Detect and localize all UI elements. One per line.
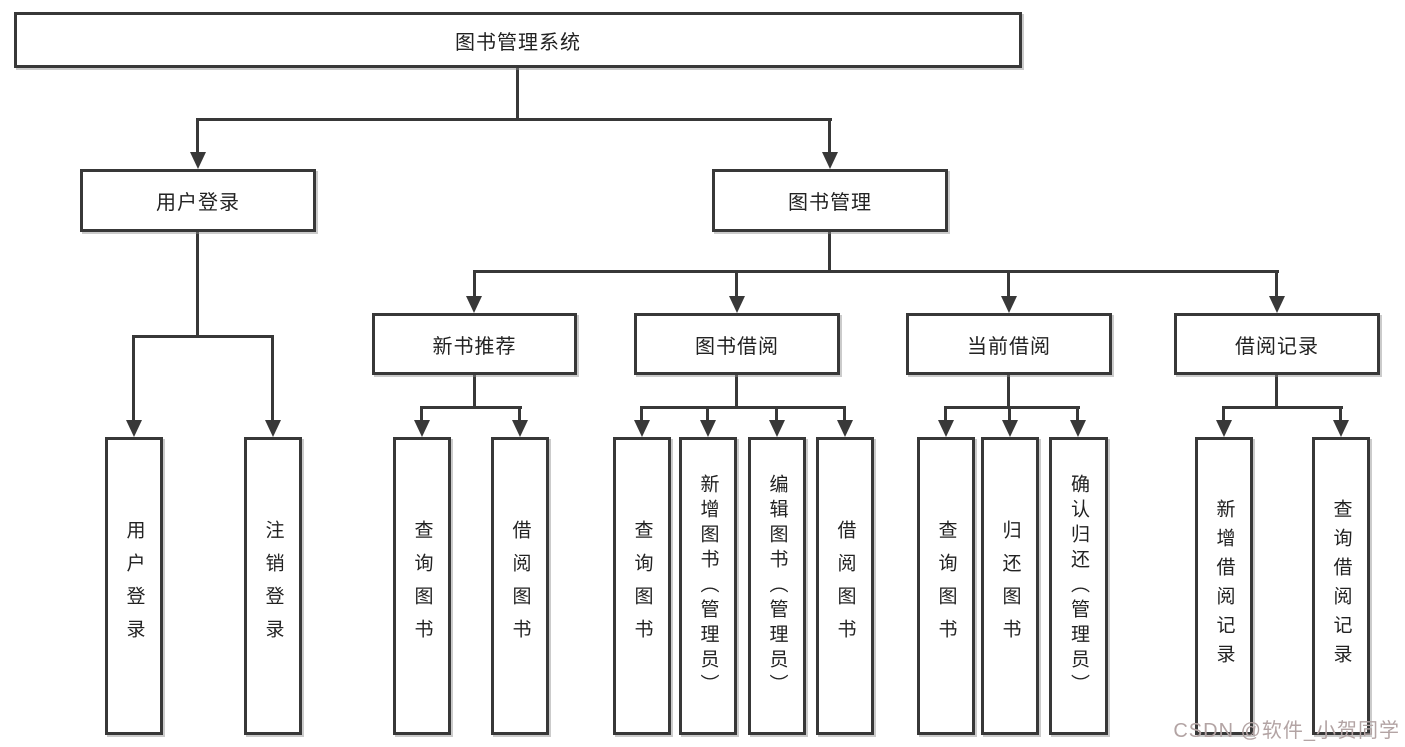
node-label: 确认归还（管理员） (1068, 473, 1089, 699)
connector-line (1007, 375, 1010, 409)
connector-line (196, 118, 832, 121)
node-label: 图书管理系统 (455, 31, 581, 54)
connector-line (1222, 406, 1225, 422)
leaf-query-books-borrow: 查询图书 (613, 437, 671, 735)
leaf-query-books-recommend: 查询图书 (393, 437, 451, 735)
connector-line (828, 232, 831, 272)
connector-line (196, 118, 199, 154)
connector-line (1007, 270, 1010, 298)
node-label: 归还图书 (999, 520, 1021, 652)
connector-line (132, 335, 135, 421)
leaf-borrow-books: 借阅图书 (816, 437, 874, 735)
arrow-down (837, 420, 853, 437)
leaf-logout: 注销登录 (244, 437, 302, 735)
leaf-return-books: 归还图书 (981, 437, 1039, 735)
arrow-down (700, 420, 716, 437)
arrow-down (265, 420, 281, 437)
arrow-down (938, 420, 954, 437)
node-label: 查询借阅记录 (1330, 499, 1352, 673)
node-label: 当前借阅 (967, 335, 1051, 358)
connector-line (420, 406, 423, 422)
node-new-book-recommend: 新书推荐 (372, 313, 577, 375)
node-current-borrow: 当前借阅 (906, 313, 1112, 375)
arrow-down (1001, 296, 1017, 313)
node-borrow-records: 借阅记录 (1174, 313, 1380, 375)
arrow-down (634, 420, 650, 437)
node-label: 图书借阅 (695, 335, 779, 358)
connector-line (1222, 406, 1343, 409)
node-label: 新增借阅记录 (1213, 499, 1235, 673)
leaf-borrow-books-recommend: 借阅图书 (491, 437, 549, 735)
arrow-down (822, 152, 838, 169)
node-label: 查询图书 (411, 520, 433, 652)
node-label: 借阅图书 (834, 520, 856, 652)
connector-line (828, 118, 831, 154)
node-label: 用户登录 (123, 520, 145, 652)
node-library-management-system: 图书管理系统 (14, 12, 1022, 68)
node-label: 图书管理 (788, 192, 872, 214)
arrow-down (769, 420, 785, 437)
arrow-down (729, 296, 745, 313)
connector-line (944, 406, 1080, 409)
node-label: 新书推荐 (432, 335, 517, 358)
connector-line (944, 406, 947, 422)
connector-line (1275, 375, 1278, 409)
node-book-borrow: 图书借阅 (634, 313, 840, 375)
arrow-down (414, 420, 430, 437)
node-label: 借阅记录 (1235, 335, 1319, 358)
node-label: 借阅图书 (509, 520, 531, 652)
arrow-down (512, 420, 528, 437)
node-label: 新增图书（管理员） (697, 473, 719, 699)
arrow-down (1333, 420, 1349, 437)
connector-line (132, 335, 274, 338)
arrow-down (1216, 420, 1232, 437)
node-user-login: 用户登录 (80, 169, 316, 232)
connector-line (271, 335, 274, 421)
arrow-down (190, 152, 206, 169)
leaf-add-borrow-record: 新增借阅记录 (1195, 437, 1253, 735)
watermark: CSDN @软件_小贺同学 (1173, 720, 1400, 742)
connector-line (640, 406, 846, 409)
connector-line (518, 406, 521, 422)
arrow-down (1070, 420, 1086, 437)
node-label: 编辑图书（管理员） (766, 473, 788, 699)
node-label: 注销登录 (262, 520, 284, 652)
connector-line (420, 406, 522, 409)
connector-line (706, 406, 709, 422)
node-book-management: 图书管理 (712, 169, 948, 232)
connector-line (516, 68, 519, 120)
connector-line (640, 406, 643, 422)
arrow-down (1002, 420, 1018, 437)
connector-line (1076, 406, 1079, 422)
node-label: 查询图书 (935, 520, 957, 652)
connector-line (1339, 406, 1342, 422)
leaf-confirm-return-admin: 确认归还（管理员） (1049, 437, 1108, 735)
arrow-down (466, 296, 482, 313)
connector-line (1008, 406, 1011, 422)
connector-line (473, 375, 476, 409)
connector-line (473, 270, 1279, 273)
connector-line (1275, 270, 1278, 298)
arrow-down (126, 420, 142, 437)
node-label: 用户登录 (156, 192, 240, 214)
connector-line (775, 406, 778, 422)
leaf-user-login: 用户登录 (105, 437, 163, 735)
connector-line (735, 270, 738, 298)
leaf-add-books-admin: 新增图书（管理员） (679, 437, 737, 735)
leaf-query-books-current: 查询图书 (917, 437, 975, 735)
node-label: 查询图书 (631, 520, 653, 652)
connector-line (735, 375, 738, 409)
leaf-query-borrow-record: 查询借阅记录 (1312, 437, 1370, 735)
arrow-down (1269, 296, 1285, 313)
connector-line (843, 406, 846, 422)
leaf-edit-books-admin: 编辑图书（管理员） (748, 437, 806, 735)
connector-line (196, 232, 199, 338)
connector-line (473, 270, 476, 298)
